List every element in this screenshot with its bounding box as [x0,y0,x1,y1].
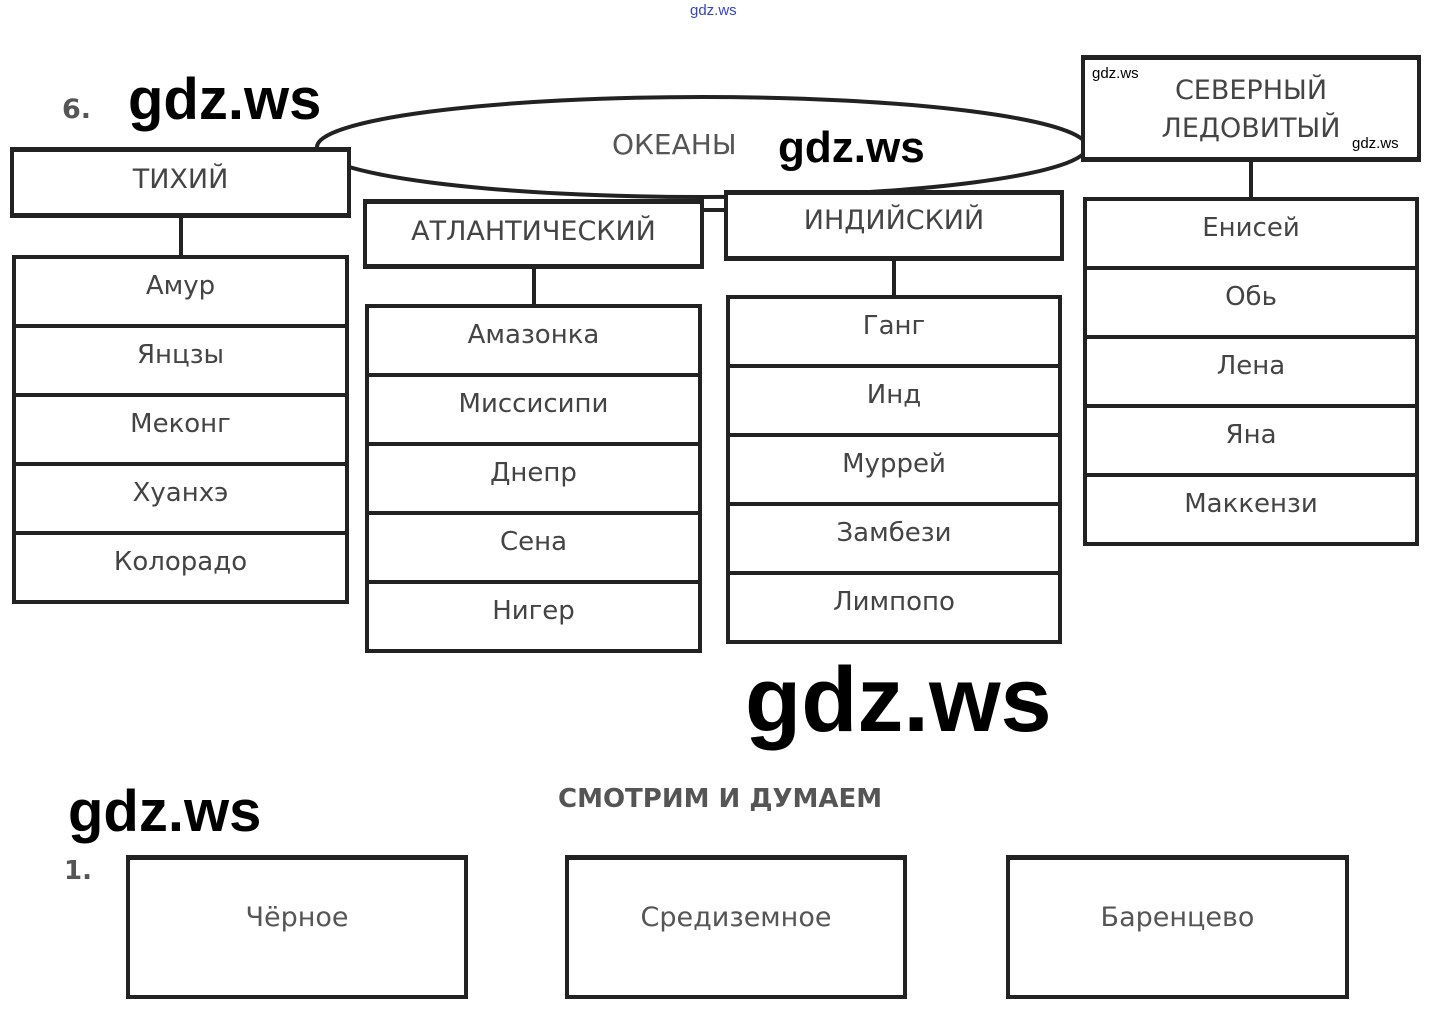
watermark: gdz.ws [1092,65,1139,82]
river-name: Лимпопо [833,587,955,617]
connector-line [178,218,183,255]
center-label: ОКЕАНЫ [612,128,737,161]
river-cell: Янцзы [12,324,349,393]
river-name: Маккензи [1184,489,1318,519]
river-name: Замбези [836,518,952,548]
river-name: Колорадо [113,547,248,577]
river-cell: Амур [12,255,349,324]
task-number: 6. [62,94,92,125]
river-name: Нигер [492,596,575,626]
sea-box-barents: Баренцево [1006,855,1349,999]
river-cell: Миссисипи [365,373,702,442]
river-cell: Муррей [726,433,1062,502]
river-cell: Колорадо [12,531,349,604]
river-name: Амур [145,271,216,301]
watermark: gdz.ws [68,779,262,844]
river-cell: Обь [1083,266,1419,335]
river-cell: Меконг [12,393,349,462]
river-cell: Яна [1083,404,1419,473]
sea-label: Средиземное [640,902,832,933]
river-name: Муррей [842,449,946,479]
river-cell: Амазонка [365,304,702,373]
river-name: Сена [499,527,568,557]
connector-line [1249,162,1253,197]
river-name: Инд [866,380,922,410]
river-name: Яна [1225,420,1277,450]
river-name: Хуанхэ [132,478,229,508]
ocean-name: СЕВЕРНЫЙ [1174,75,1328,106]
ocean-name: АТЛАНТИЧЕСКИЙ [411,216,656,247]
river-name: Днепр [490,458,577,488]
river-cell: Нигер [365,580,702,653]
sea-box-black: Чёрное [126,855,468,999]
river-name: Амазонка [467,320,600,350]
watermark: gdz.ws [128,67,322,132]
section-title: СМОТРИМ И ДУМАЕМ [558,784,883,814]
river-name: Лена [1216,351,1286,381]
ocean-header: ИНДИЙСКИЙ [724,190,1064,261]
river-name: Обь [1225,282,1277,312]
river-cell: Днепр [365,442,702,511]
watermark: gdz.ws [745,649,1052,751]
river-name: Енисей [1202,213,1300,243]
ocean-header: СЕВЕРНЫЙ ЛЕДОВИТЫЙ [1081,55,1421,162]
river-name: Ганг [862,311,926,341]
sea-label: Чёрное [245,902,349,933]
river-cell: Маккензи [1083,473,1419,546]
ocean-name: ТИХИЙ [132,164,229,195]
river-cell: Сена [365,511,702,580]
watermark: gdz.ws [778,123,925,172]
connector-line [892,261,896,295]
river-cell: Замбези [726,502,1062,571]
river-cell: Ганг [726,295,1062,364]
ocean-name: ИНДИЙСКИЙ [803,205,985,236]
sea-box-mediterranean: Средиземное [565,855,907,999]
watermark: gdz.ws [1352,135,1399,152]
ocean-header: АТЛАНТИЧЕСКИЙ [363,199,704,269]
sea-label: Баренцево [1100,902,1255,933]
river-name: Миссисипи [458,389,609,419]
river-cell: Лена [1083,335,1419,404]
river-cell: Хуанхэ [12,462,349,531]
connector-line [531,269,536,304]
ocean-name: ЛЕДОВИТЫЙ [1161,113,1341,144]
river-name: Янцзы [136,340,225,370]
ocean-header: ТИХИЙ [10,147,351,218]
top-watermark: gdz.ws [690,2,737,19]
task-1-number: 1. [64,856,92,886]
river-cell: Инд [726,364,1062,433]
river-cell: Лимпопо [726,571,1062,644]
river-name: Меконг [130,409,231,439]
river-cell: Енисей [1083,197,1419,266]
